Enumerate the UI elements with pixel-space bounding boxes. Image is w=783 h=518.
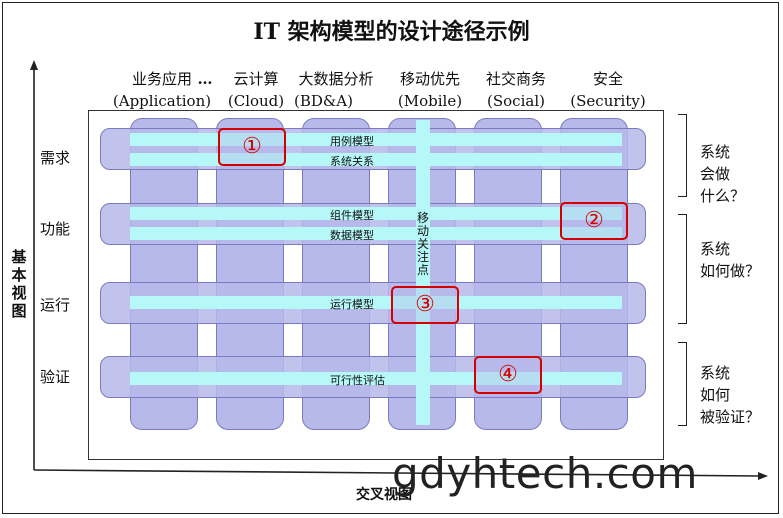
row-label-requirement: 需求 (40, 149, 71, 167)
column-label-ellipsis: … (193, 68, 217, 90)
bar-component (130, 207, 622, 220)
question-what: 系统 会做 什么？ (700, 141, 745, 207)
column-name: 业务应用 (131, 70, 192, 88)
question-line: 如何做？ (700, 262, 761, 280)
column-name: … (197, 70, 213, 88)
column-label-bda: 大数据分析 (BD&A) (290, 68, 382, 112)
question-how: 系统 如何做？ (700, 238, 760, 282)
x-axis-arrow (758, 472, 768, 480)
question-verify: 系统 如何 被验证？ (700, 362, 760, 428)
x-axis-line (33, 469, 761, 477)
column-sub: (Security) (570, 92, 646, 110)
bar-label-data: 数据模型 (330, 229, 374, 242)
column-label-cloud: 云计算 (Cloud) (224, 68, 288, 112)
marker-4: ④ (474, 356, 542, 394)
column-sub: (BD&A) (294, 92, 353, 110)
column-label-security: 安全 (Security) (566, 68, 650, 112)
column-label-mobile: 移动优先 (Mobile) (392, 68, 468, 112)
bar-data (130, 227, 622, 240)
question-line: 被验证？ (700, 408, 761, 426)
marker-1: ① (218, 128, 286, 166)
column-name: 大数据分析 (298, 70, 374, 88)
column-name: 移动优先 (399, 70, 460, 88)
bar-label-operation: 运行模型 (330, 298, 374, 311)
question-line: 系统 (700, 240, 731, 258)
column-sub: (Application) (112, 92, 212, 110)
question-line: 系统 (700, 364, 731, 382)
bar-operation (130, 296, 622, 309)
bracket-what (678, 114, 687, 197)
x-axis-label: 交叉视图 (356, 487, 412, 503)
bar-system-relation (130, 153, 622, 166)
bar-label-component: 组件模型 (330, 209, 374, 222)
column-sub: (Cloud) (227, 92, 285, 110)
column-label-application: 业务应用 (Application) (110, 68, 214, 112)
bracket-how (678, 214, 687, 324)
bar-label-mobile-focus: 移动关注点 (416, 211, 429, 277)
column-sub: (Mobile) (397, 92, 463, 110)
bar-feasibility (130, 372, 622, 385)
y-axis-label: 基本视图 (11, 248, 27, 320)
row-label-verification: 验证 (40, 368, 71, 386)
bracket-verify (678, 342, 687, 426)
bar-label-feasibility: 可行性评估 (330, 374, 385, 387)
column-sub: (Social) (487, 92, 545, 110)
question-line: 系统 (700, 143, 731, 161)
column-name: 云计算 (233, 70, 279, 88)
column-name: 安全 (592, 70, 623, 88)
row-label-operation: 运行 (40, 296, 71, 314)
watermark: gdyhtech.com (392, 449, 698, 498)
column-name: 社交商务 (485, 70, 546, 88)
question-line: 会做 (700, 165, 731, 183)
y-axis-arrow (30, 60, 38, 70)
question-line: 如何 (700, 386, 731, 404)
row-label-function: 功能 (40, 220, 71, 238)
bar-label-use-case: 用例模型 (330, 135, 374, 148)
bar-mobile-focus (416, 120, 430, 425)
bar-use-case (130, 133, 622, 146)
marker-3: ③ (391, 286, 459, 324)
bar-label-system-relation: 系统关系 (330, 155, 374, 168)
question-line: 什么？ (700, 187, 746, 205)
marker-2: ② (560, 202, 628, 240)
diagram-title: IT 架构模型的设计途径示例 (253, 19, 530, 45)
column-label-social: 社交商务 (Social) (478, 68, 554, 112)
